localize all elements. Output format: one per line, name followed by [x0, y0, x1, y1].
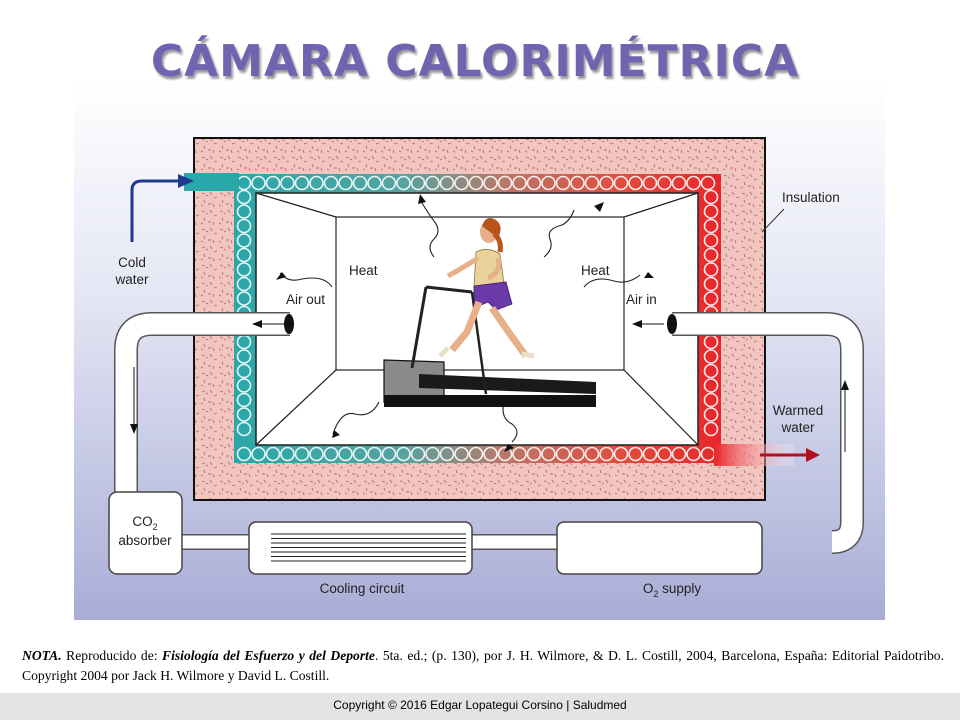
warmed-water-label-line1: Warmed: [773, 403, 824, 418]
cold-water-inlet: [184, 173, 239, 191]
co2-absorber-box: [108, 491, 183, 575]
air-out-arrow: [252, 320, 262, 328]
calorimeter-diagram: Insulation Cold water Heat Heat Air out …: [74, 82, 885, 620]
co2-label: CO2: [132, 514, 157, 532]
cooling-fins: [271, 533, 466, 562]
copyright-text: Copyright © 2016 Edgar Lopategui Corsino…: [333, 698, 627, 712]
cooling-circuit-label: Cooling circuit: [320, 581, 405, 596]
air-out-label: Air out: [286, 292, 325, 307]
note-book-title: Fisiología del Esfuerzo y del Deporte: [162, 648, 375, 663]
air-in-opening: [667, 314, 677, 334]
flow-down-arrow: [130, 424, 138, 434]
insulation-label: Insulation: [782, 190, 840, 205]
air-in-label: Air in: [626, 292, 657, 307]
warmed-water-arrow: [806, 448, 820, 462]
heat-right-label: Heat: [581, 263, 610, 278]
footer-bar: Copyright © 2016 Edgar Lopategui Corsino…: [0, 693, 960, 720]
absorber-label: absorber: [118, 533, 172, 548]
warmed-water-outlet: [714, 444, 794, 466]
warmed-water-label-line2: water: [780, 420, 815, 435]
treadmill: [383, 285, 596, 407]
o2-supply-box: [556, 521, 763, 575]
cold-water-arrow: [130, 179, 182, 242]
air-in-arrow: [632, 320, 642, 328]
reference-note: NOTA. Reproducido de: Fisiología del Esf…: [22, 646, 944, 686]
heat-left-label: Heat: [349, 263, 378, 278]
heat-squiggles: [279, 202, 641, 443]
note-lead: NOTA.: [22, 648, 62, 663]
note-prefix: Reproducido de:: [61, 648, 163, 663]
air-out-opening: [284, 314, 294, 334]
flow-up-arrow: [841, 380, 849, 390]
runner-figure: [438, 218, 535, 359]
cold-water-label-line1: Cold: [118, 255, 146, 270]
cold-water-label-line2: water: [114, 272, 149, 287]
o2-supply-label: O2 supply: [643, 581, 702, 599]
slide-title: CÁMARA CALORIMÉTRICA: [150, 36, 800, 87]
note-rest: . 5ta. ed.; (p. 130), por J. H. Wilmore,…: [22, 648, 944, 683]
